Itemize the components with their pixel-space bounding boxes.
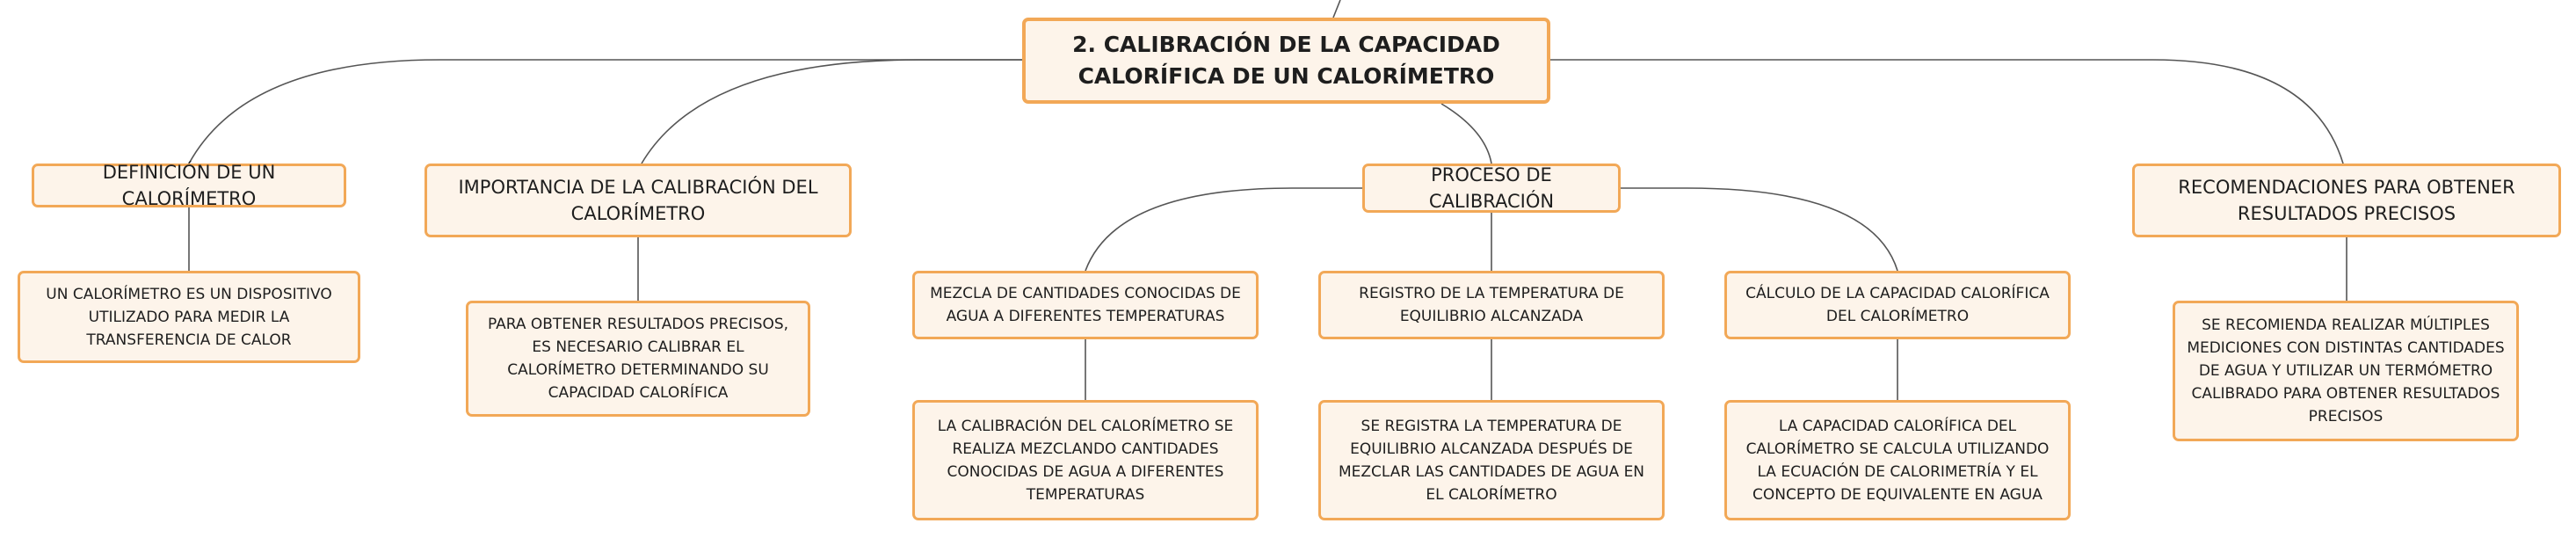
proceso-step-registro-detail[interactable]: SE REGISTRA LA TEMPERATURA DE EQUILIBRIO… (1318, 400, 1665, 520)
branch-definicion[interactable]: DEFINICIÓN DE UN CALORÍMETRO (32, 162, 346, 209)
recomendaciones-detail[interactable]: SE RECOMIENDA REALIZAR MÚLTIPLES MEDICIO… (2173, 301, 2519, 441)
proceso-step-calculo-detail[interactable]: LA CAPACIDAD CALORÍFICA DEL CALORÍMETRO … (1724, 400, 2071, 520)
root-node[interactable]: 2. CALIBRACIÓN DE LA CAPACIDAD CALORÍFIC… (1022, 18, 1550, 104)
proceso-step-calculo[interactable]: CÁLCULO DE LA CAPACIDAD CALORÍFICA DEL C… (1724, 271, 2071, 339)
proceso-step-calculo-detail-text: LA CAPACIDAD CALORÍFICA DEL CALORÍMETRO … (1745, 417, 2050, 504)
importancia-detail-text: PARA OBTENER RESULTADOS PRECISOS, ES NEC… (487, 316, 789, 402)
branch-importancia[interactable]: IMPORTANCIA DE LA CALIBRACIÓN DEL CALORÍ… (424, 164, 852, 237)
proceso-step-mezcla[interactable]: MEZCLA DE CANTIDADES CONOCIDAS DE AGUA A… (912, 271, 1259, 339)
connector-root-to-proceso (1440, 103, 1492, 164)
branch-proceso[interactable]: PROCESO DE CALIBRACIÓN (1362, 164, 1621, 213)
proceso-step-registro-detail-text: SE REGISTRA LA TEMPERATURA DE EQUILIBRIO… (1338, 417, 1645, 504)
connector-root-to-definicion (188, 59, 1022, 164)
proceso-step-mezcla-detail-text: LA CALIBRACIÓN DEL CALORÍMETRO SE REALIZ… (937, 417, 1234, 504)
connector-proceso-to-step1 (1085, 187, 1362, 272)
proceso-step-calculo-title: CÁLCULO DE LA CAPACIDAD CALORÍFICA DEL C… (1745, 285, 2050, 325)
branch-definicion-title: DEFINICIÓN DE UN CALORÍMETRO (102, 162, 276, 209)
connector-root-to-importancia (641, 59, 1022, 164)
connector-root-to-recomendaciones (1550, 59, 2344, 164)
root-title: 2. CALIBRACIÓN DE LA CAPACIDAD CALORÍFIC… (1072, 32, 1500, 89)
proceso-step-mezcla-title: MEZCLA DE CANTIDADES CONOCIDAS DE AGUA A… (930, 285, 1241, 325)
branch-importancia-title: IMPORTANCIA DE LA CALIBRACIÓN DEL CALORÍ… (458, 177, 818, 224)
branch-recomendaciones-title: RECOMENDACIONES PARA OBTENER RESULTADOS … (2178, 177, 2515, 224)
definicion-detail[interactable]: UN CALORÍMETRO ES UN DISPOSITIVO UTILIZA… (18, 271, 360, 363)
connector-proceso-to-step3 (1621, 187, 1898, 272)
proceso-step-mezcla-detail[interactable]: LA CALIBRACIÓN DEL CALORÍMETRO SE REALIZ… (912, 400, 1259, 520)
proceso-step-registro[interactable]: REGISTRO DE LA TEMPERATURA DE EQUILIBRIO… (1318, 271, 1665, 339)
proceso-step-registro-title: REGISTRO DE LA TEMPERATURA DE EQUILIBRIO… (1359, 285, 1624, 325)
branch-recomendaciones[interactable]: RECOMENDACIONES PARA OBTENER RESULTADOS … (2132, 164, 2561, 237)
recomendaciones-detail-text: SE RECOMIENDA REALIZAR MÚLTIPLES MEDICIO… (2187, 316, 2505, 425)
importancia-detail[interactable]: PARA OBTENER RESULTADOS PRECISOS, ES NEC… (466, 301, 810, 417)
definicion-detail-text: UN CALORÍMETRO ES UN DISPOSITIVO UTILIZA… (46, 285, 332, 349)
branch-proceso-title: PROCESO DE CALIBRACIÓN (1428, 164, 1555, 212)
connector-top-stub (1332, 0, 1341, 18)
